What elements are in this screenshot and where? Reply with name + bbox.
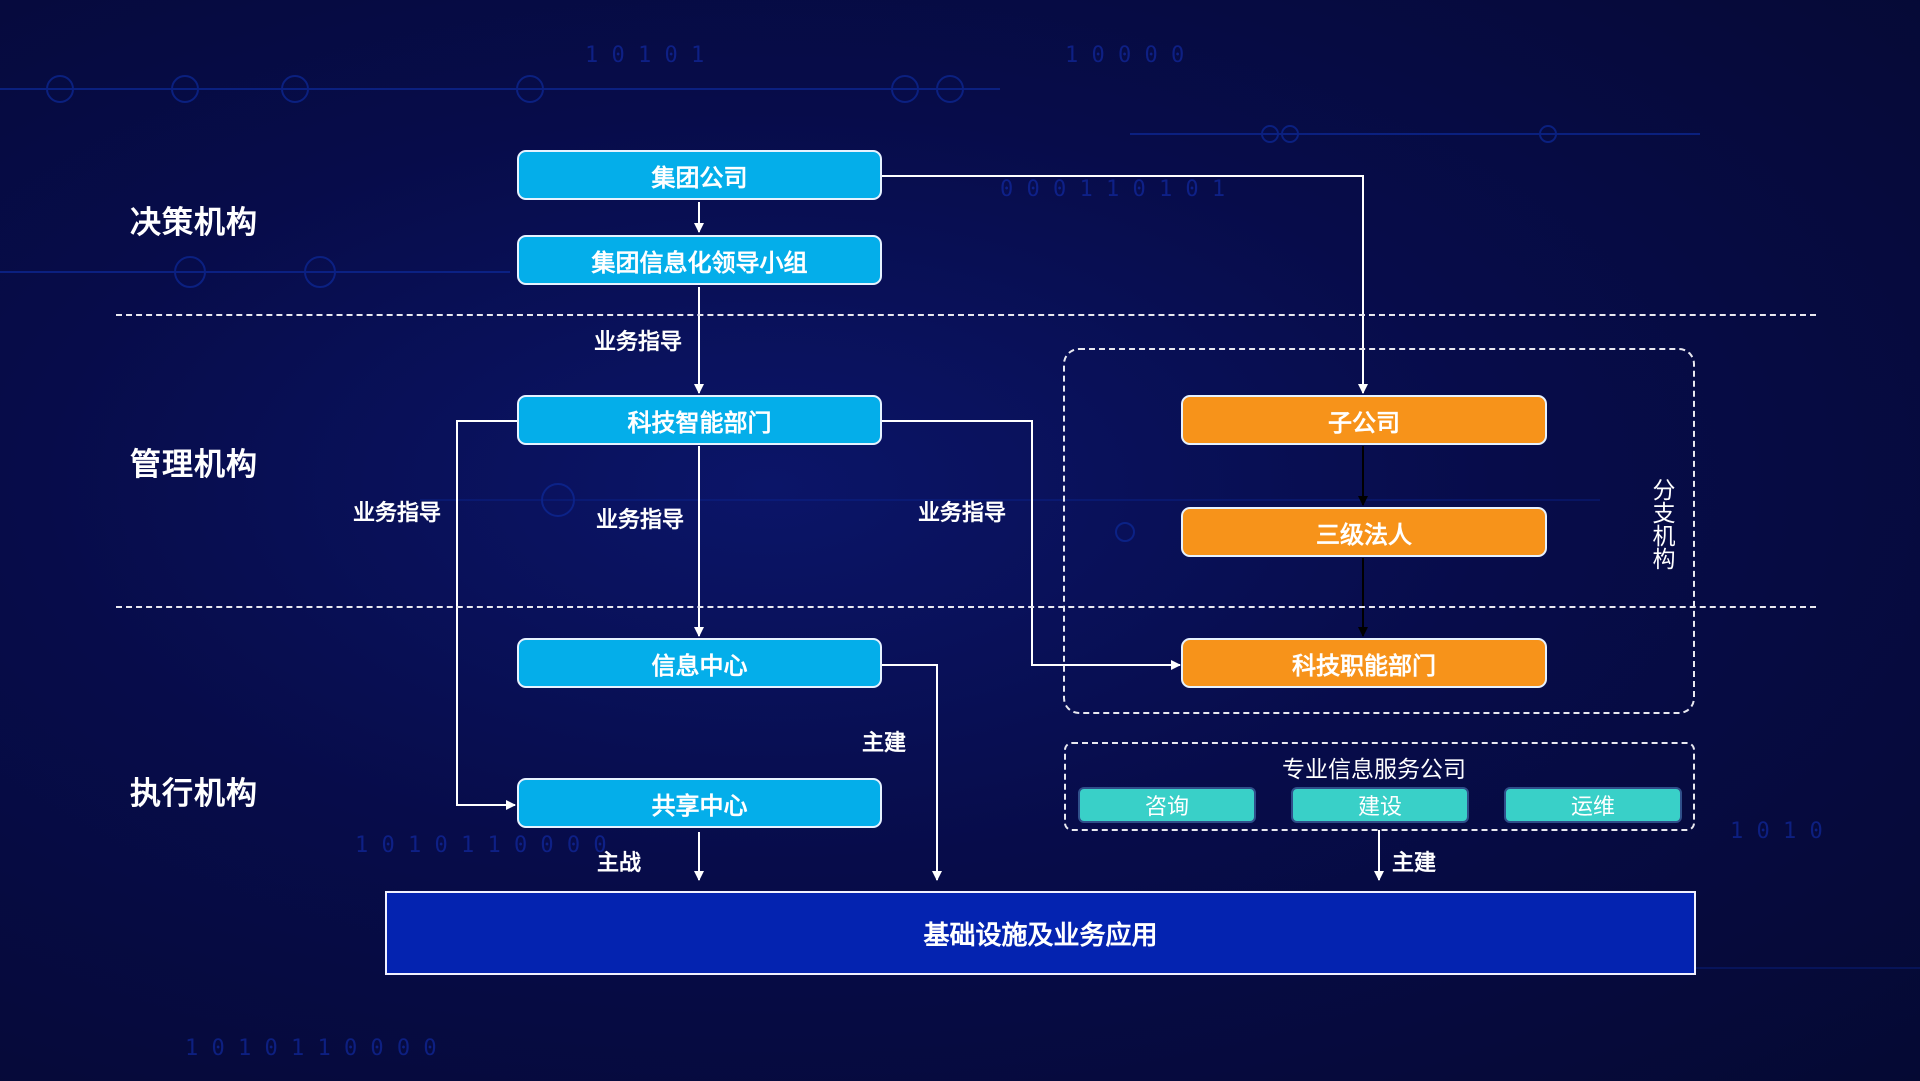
node-tech-smart-dept[interactable]: 科技智能部门 xyxy=(517,395,882,445)
level-label-execution: 执行机构 xyxy=(130,776,258,812)
node-it-leading-group[interactable]: 集团信息化领导小组 xyxy=(517,235,882,285)
edge-techsmart-to-shared xyxy=(456,420,517,810)
edge-label-guidance-left: 业务指导 xyxy=(353,501,442,526)
edge-label-build-info-center: 主建 xyxy=(862,731,907,756)
node-group-company[interactable]: 集团公司 xyxy=(517,150,882,200)
node-subsidiary[interactable]: 子公司 xyxy=(1181,395,1547,445)
node-infrastructure-business-apps[interactable]: 基础设施及业务应用 xyxy=(385,891,1696,975)
node-third-level-entity[interactable]: 三级法人 xyxy=(1181,507,1547,557)
edge-label-guidance-right: 业务指导 xyxy=(918,501,1007,526)
divider-decision-management xyxy=(116,314,1816,316)
service-company-title: 专业信息服务公司 xyxy=(1282,757,1466,783)
service-chip-consulting[interactable]: 咨询 xyxy=(1078,787,1256,823)
branch-organization-text: 分支机构 xyxy=(1648,478,1674,570)
edge-label-operate-shared: 主战 xyxy=(597,851,642,876)
edge-group-to-subsidiary xyxy=(882,175,1368,394)
edge-label-build-service: 主建 xyxy=(1392,851,1437,876)
edge-label-guidance-mid: 业务指导 xyxy=(596,508,685,533)
service-chip-operations[interactable]: 运维 xyxy=(1504,787,1682,823)
divider-management-execution xyxy=(116,606,1816,608)
edge-techsmart-to-techfunc xyxy=(882,420,1181,670)
level-label-management: 管理机构 xyxy=(130,447,258,483)
service-chip-construction[interactable]: 建设 xyxy=(1291,787,1469,823)
edge-label-guidance-top: 业务指导 xyxy=(594,330,683,355)
node-info-center[interactable]: 信息中心 xyxy=(517,638,882,688)
level-label-decision: 决策机构 xyxy=(130,205,258,241)
branch-organization-label: 分支机构 xyxy=(1647,478,1674,577)
branch-organization-group xyxy=(1063,348,1695,714)
node-shared-center[interactable]: 共享中心 xyxy=(517,778,882,828)
node-tech-function-dept[interactable]: 科技职能部门 xyxy=(1181,638,1547,688)
service-company-group xyxy=(1064,742,1695,831)
edge-infocenter-to-base xyxy=(882,664,942,881)
